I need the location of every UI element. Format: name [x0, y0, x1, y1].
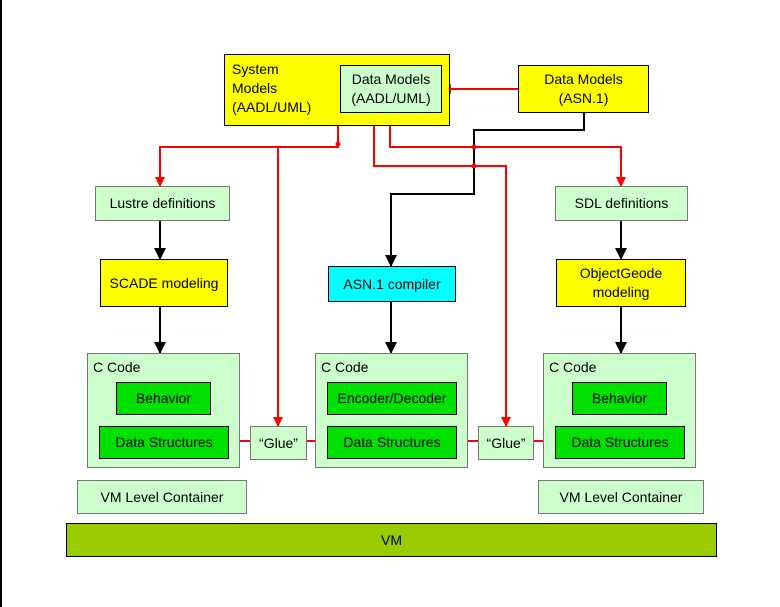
behavior-right-box: Behavior [572, 382, 667, 415]
crossing-dot [335, 141, 341, 147]
c-code-mid-container: C Code Encoder/Decoder Data Structures [315, 353, 468, 468]
crossing-dot [471, 144, 477, 150]
c-code-right-container: C Code Behavior Data Structures [543, 353, 696, 468]
red-link-to-left-glue [273, 146, 338, 427]
data-models-asn-box: Data Models (ASN.1) [518, 65, 649, 113]
lustre-definitions-box: Lustre definitions [95, 186, 230, 221]
data-structures-right-box: Data Structures [555, 426, 685, 459]
scade-modeling-box: SCADE modeling [100, 259, 228, 307]
asn-compiler-box: ASN.1 compiler [328, 266, 456, 302]
objectgeode-modeling-box: ObjectGeode modeling [556, 259, 686, 307]
glue-right-box: “Glue” [478, 426, 534, 460]
red-link-to-right-glue [373, 125, 511, 427]
black-link-asn-to-compiler [385, 112, 585, 267]
c-code-mid-title: C Code [321, 359, 369, 375]
encoder-decoder-box: Encoder/Decoder [327, 382, 457, 415]
c-code-left-container: C Code Behavior Data Structures [87, 353, 240, 468]
system-models-label: System Models (AADL/UML) [232, 61, 312, 115]
behavior-left-box: Behavior [116, 382, 211, 415]
crossing-dot [471, 163, 477, 169]
vm-level-container-left: VM Level Container [77, 480, 247, 514]
vm-level-container-right: VM Level Container [538, 480, 704, 514]
left-border [0, 0, 2, 607]
data-structures-mid-box: Data Structures [327, 426, 457, 459]
data-models-inner-box: Data Models (AADL/UML) [340, 65, 442, 113]
data-structures-left-box: Data Structures [99, 426, 229, 459]
red-link-to-sdl [389, 125, 626, 187]
vm-bar: VM [66, 523, 717, 557]
red-link-to-lustre [155, 125, 339, 187]
c-code-left-title: C Code [93, 359, 141, 375]
sdl-definitions-box: SDL definitions [555, 186, 688, 221]
c-code-right-title: C Code [549, 359, 597, 375]
glue-left-box: “Glue” [250, 426, 307, 460]
